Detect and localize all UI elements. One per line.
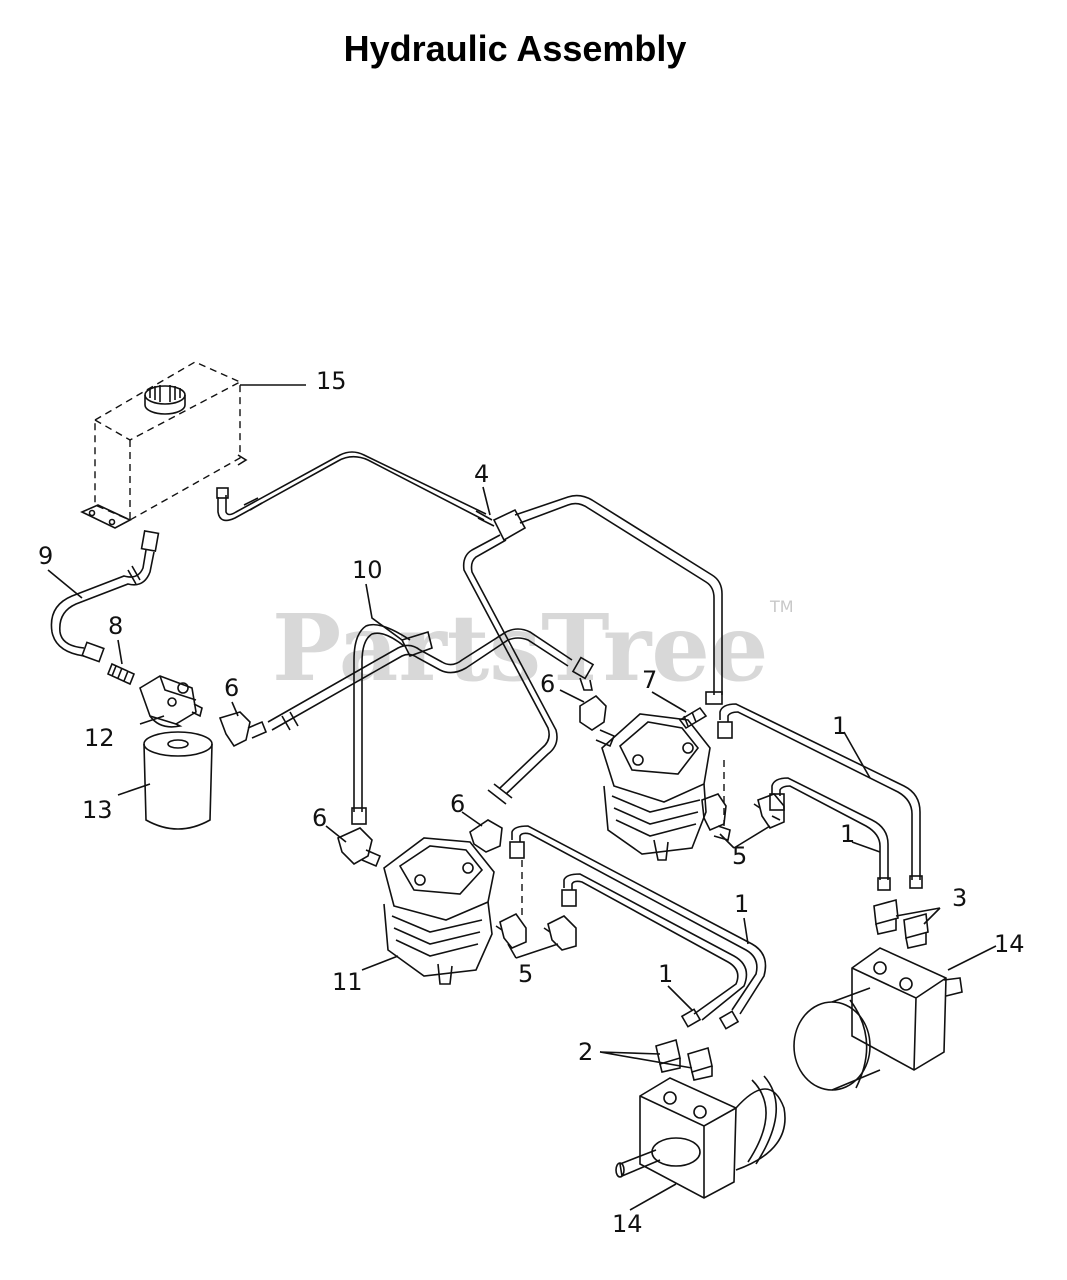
callout-9: 9 xyxy=(38,542,53,570)
callout-14-right: 14 xyxy=(994,930,1025,958)
wheel-motor-14-right xyxy=(793,947,963,1091)
filter-head-12 xyxy=(139,675,203,728)
adapters-3 xyxy=(873,898,929,949)
callout-2: 2 xyxy=(578,1038,593,1066)
callout-15: 15 xyxy=(316,367,347,395)
callout-labels: 15 4 9 10 8 6 6 7 12 13 6 6 1 1 5 3 14 1… xyxy=(38,367,1025,1238)
fittings-5-lower xyxy=(495,912,577,951)
fittings-5-upper xyxy=(701,793,785,842)
hydraulic-pump-11 xyxy=(337,819,523,985)
hose-1-upper xyxy=(717,703,923,891)
oil-filter-13 xyxy=(143,731,213,830)
callout-6-pump7: 6 xyxy=(540,670,555,698)
leader-lines xyxy=(47,384,997,1211)
callout-6-pump11-right: 6 xyxy=(450,790,465,818)
elbow-6-filter xyxy=(218,711,268,748)
fitting-8 xyxy=(106,662,136,686)
reservoir-tank xyxy=(80,361,248,529)
callout-5-lower: 5 xyxy=(518,960,533,988)
callout-1-upper-b: 1 xyxy=(840,820,855,848)
hose-10 xyxy=(267,623,595,825)
callout-8: 8 xyxy=(108,612,123,640)
callout-7: 7 xyxy=(642,666,657,694)
hose-1-lower xyxy=(509,825,767,1030)
watermark-trademark: TM xyxy=(769,597,794,616)
callout-6-filter: 6 xyxy=(224,674,239,702)
wheel-motor-14-lower xyxy=(615,1075,786,1199)
hydraulic-pump-7 xyxy=(579,694,725,861)
watermark-text: PartsTree xyxy=(272,594,768,702)
callout-1-lower-b: 1 xyxy=(658,960,673,988)
hose-4 xyxy=(216,451,723,805)
callout-11: 11 xyxy=(332,968,363,996)
callout-1-lower-a: 1 xyxy=(734,890,749,918)
callout-14-lower: 14 xyxy=(612,1210,643,1238)
callout-3: 3 xyxy=(952,884,967,912)
callout-5-upper: 5 xyxy=(732,842,747,870)
callout-6-pump11-left: 6 xyxy=(312,804,327,832)
callout-12: 12 xyxy=(84,724,115,752)
page-title: Hydraulic Assembly xyxy=(343,28,687,69)
callout-10: 10 xyxy=(352,556,383,584)
callout-13: 13 xyxy=(82,796,113,824)
adapters-2 xyxy=(655,1038,713,1081)
hose-9 xyxy=(50,529,160,663)
callout-1-upper-a: 1 xyxy=(832,712,847,740)
callout-4: 4 xyxy=(474,460,489,488)
